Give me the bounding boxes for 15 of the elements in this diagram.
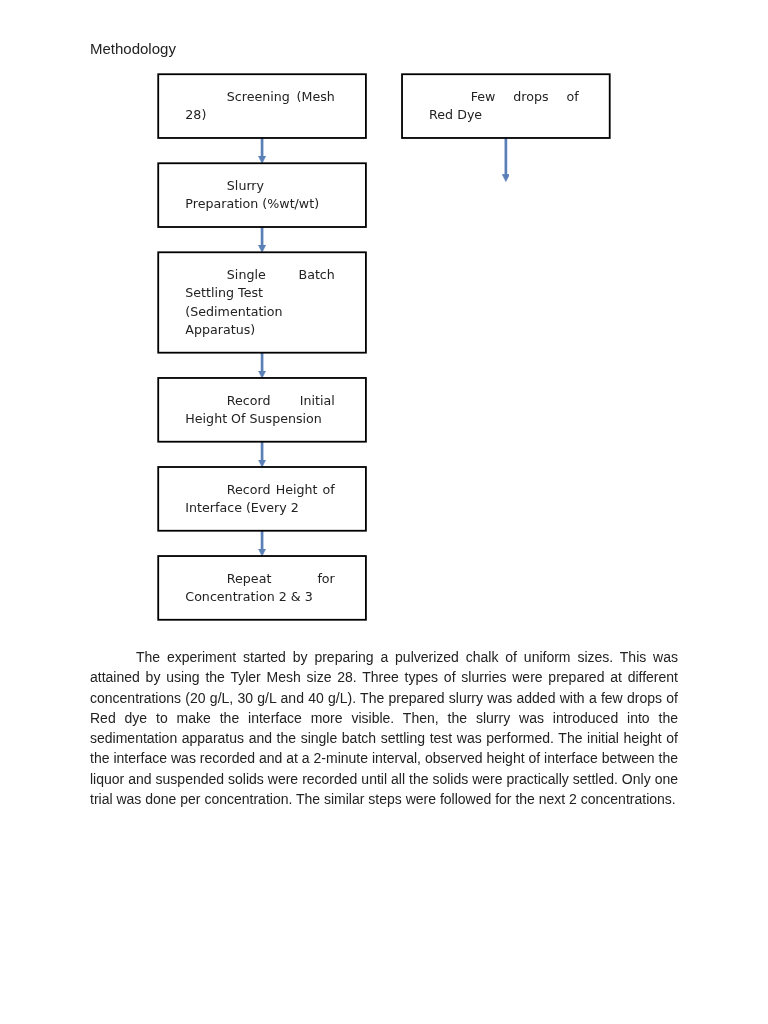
arrow	[258, 441, 267, 468]
process-box: Slurry Preparation (%wt/wt)	[157, 162, 367, 228]
arrow	[258, 352, 267, 379]
arrow	[501, 137, 510, 182]
process-box: Repeat for Concentration 2 & 3	[157, 555, 367, 621]
process-box: Few drops of Red Dye	[401, 73, 611, 139]
title: Methodology	[90, 40, 177, 57]
arrow	[258, 227, 267, 253]
process-box: Single Batch Settling Test (Sedimentation Apparatus)	[157, 251, 367, 354]
body-paragraph: The experiment started by preparing a pulverized chalk of uniform sizes. This was attained by using the Tyler Mesh size 28. Three types of slurries were prepared at different concentrations (20 g/L, 30 g/L and 40 g/L). The prepared slurry was added with a few drops of Red dye to make the interface more visible. Then, the slurry was introduced into the sedimentation apparatus and the single batch settling test was performed. The initial height of the interface was recorded and at a 2-minute interval, observed height of interface between the liquor and suspended solids were recorded until all the solids were practically settled. Only one trial was done per concentration. The similar steps were followed for the next 2 concentrations.	[90, 648, 678, 810]
process-box: Record Height of Interface (Every 2	[157, 466, 367, 532]
arrow	[258, 137, 267, 164]
process-box: Record Initial Height Of Suspension	[157, 377, 367, 443]
arrow	[258, 530, 267, 557]
process-box: Screening (Mesh 28)	[157, 73, 367, 139]
